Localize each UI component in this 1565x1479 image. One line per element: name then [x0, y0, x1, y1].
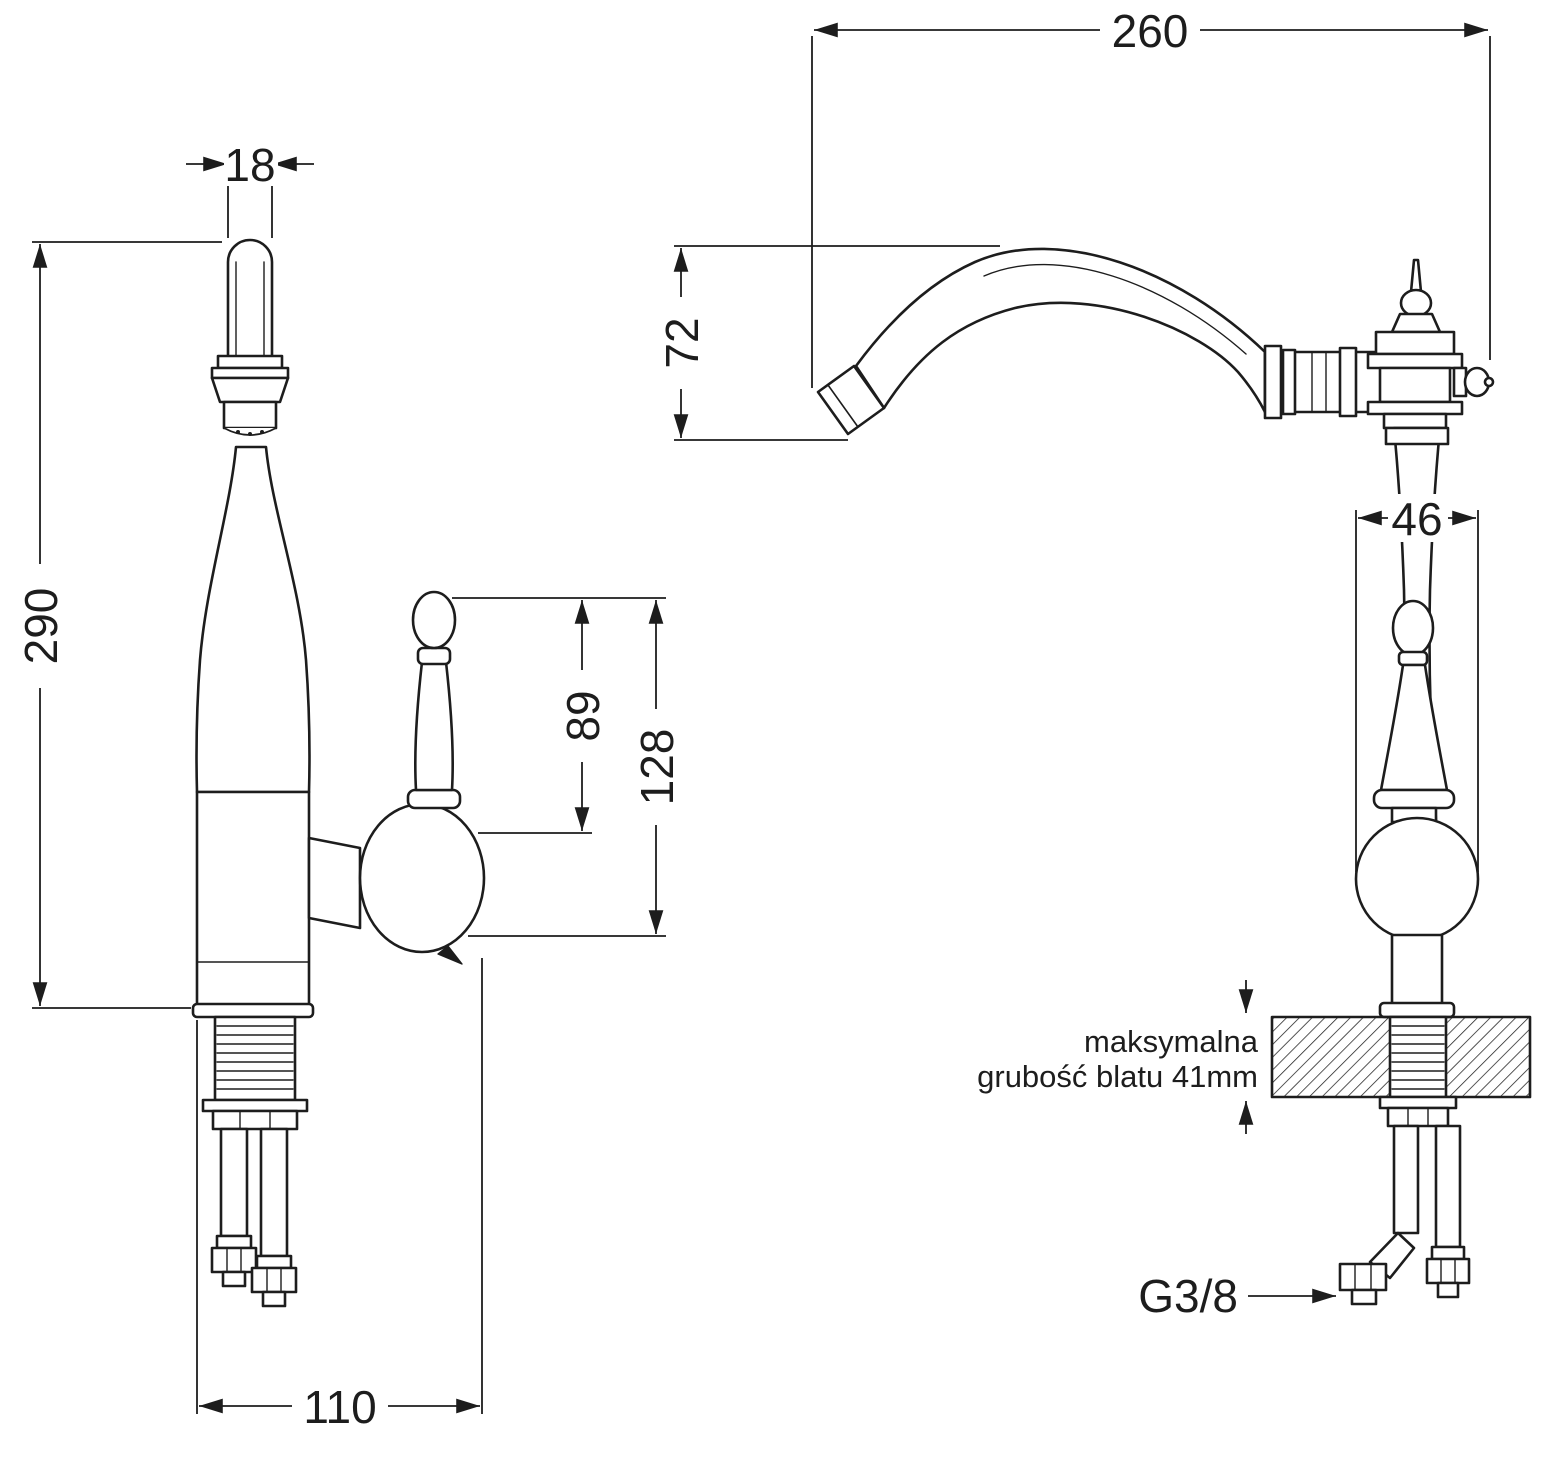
- dim-label-spout-width-group: 18: [224, 138, 278, 191]
- side-body: [195, 790, 311, 1008]
- front-spout: [854, 247, 1267, 414]
- worktop-note-line2: grubość blatu 41mm: [977, 1059, 1258, 1094]
- dim-label-base-width: 110: [303, 1381, 376, 1433]
- front-lever-stem: [1379, 663, 1449, 792]
- side-hose-right: [259, 1127, 289, 1258]
- dim-label-handle-top: 128: [631, 729, 683, 806]
- dim-label-handle-height: 89: [557, 690, 609, 741]
- side-lever-stem: [413, 660, 455, 792]
- dim-label-body-width-group: 46: [1388, 493, 1448, 545]
- dim-label-spout-drop-group: 72: [656, 297, 708, 389]
- dim-label-base-width-group: 110: [292, 1381, 388, 1433]
- dim-label-spout-drop: 72: [656, 317, 708, 368]
- side-handle-connector: [307, 836, 362, 930]
- front-hose-left: [1392, 1124, 1420, 1235]
- dim-label-spout-width: 18: [224, 139, 275, 191]
- dim-label-thread: G3/8: [1138, 1270, 1238, 1322]
- front-hose-right: [1434, 1124, 1462, 1249]
- side-hose-left: [219, 1127, 249, 1238]
- dim-label-handle-top-group: 128: [631, 709, 683, 825]
- worktop-note-line1: maksymalna: [1084, 1024, 1259, 1059]
- faucet-side-view: [191, 238, 486, 1308]
- side-neck: [195, 445, 311, 794]
- side-spout-pipe: [226, 238, 274, 362]
- dim-label-reach: 260: [1112, 5, 1189, 57]
- side-aerator: [222, 400, 278, 430]
- dim-label-body-width: 46: [1391, 493, 1442, 545]
- side-handle-housing: [358, 802, 486, 954]
- side-lever-ball: [411, 590, 457, 650]
- front-ball-housing: [1354, 816, 1480, 942]
- front-finial: [1409, 258, 1423, 294]
- dim-label-total-height: 290: [15, 588, 67, 665]
- dimension-labels: 18 290 89 128 110 260 72 46: [15, 5, 1448, 1433]
- dim-label-handle-height-group: 89: [557, 670, 609, 762]
- side-threaded-shank: [213, 1015, 297, 1102]
- front-valve-body: [1374, 330, 1456, 356]
- front-aerator: [816, 364, 886, 436]
- dim-label-reach-group: 260: [1100, 5, 1200, 57]
- front-threaded-shank: [1388, 1015, 1448, 1099]
- faucet-front-view: [816, 247, 1532, 1306]
- dim-label-total-height-group: 290: [15, 564, 67, 688]
- front-lever-ball: [1391, 599, 1435, 657]
